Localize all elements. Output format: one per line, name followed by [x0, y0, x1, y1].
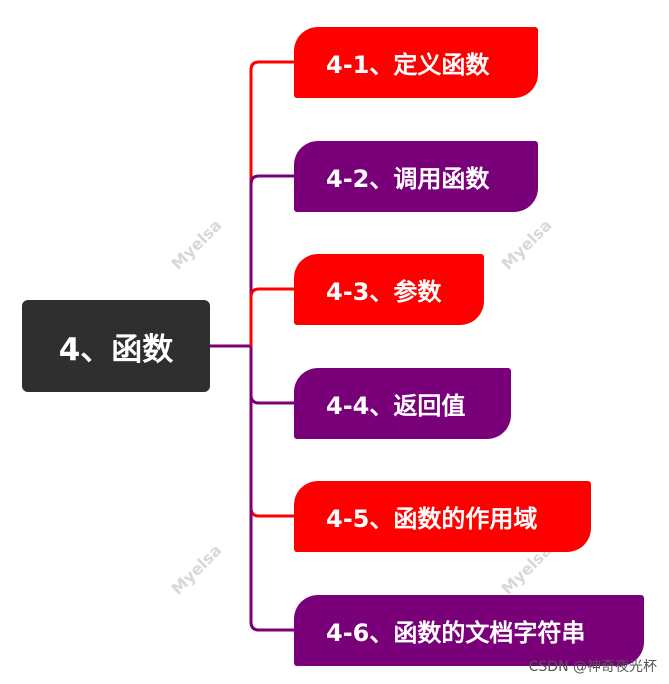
- branch-connector: [249, 174, 294, 346]
- branch-connector: [249, 60, 294, 346]
- topic-4-6[interactable]: 4-6、函数的文档字符串: [294, 595, 644, 666]
- footer-credit: CSDN @神奇夜光杯: [528, 659, 657, 675]
- branch-connector: [249, 346, 294, 632]
- topic-4-1[interactable]: 4-1、定义函数: [294, 27, 538, 98]
- topic-4-2[interactable]: 4-2、调用函数: [294, 141, 538, 212]
- branch-connector: [249, 346, 294, 518]
- topic-4-3[interactable]: 4-3、参数: [294, 254, 484, 325]
- branch-connector: [249, 287, 294, 346]
- branch-connector: [249, 346, 294, 405]
- topic-4-4[interactable]: 4-4、返回值: [294, 368, 511, 439]
- topic-4-5[interactable]: 4-5、函数的作用域: [294, 481, 591, 552]
- root-topic[interactable]: 4、函数: [22, 300, 210, 392]
